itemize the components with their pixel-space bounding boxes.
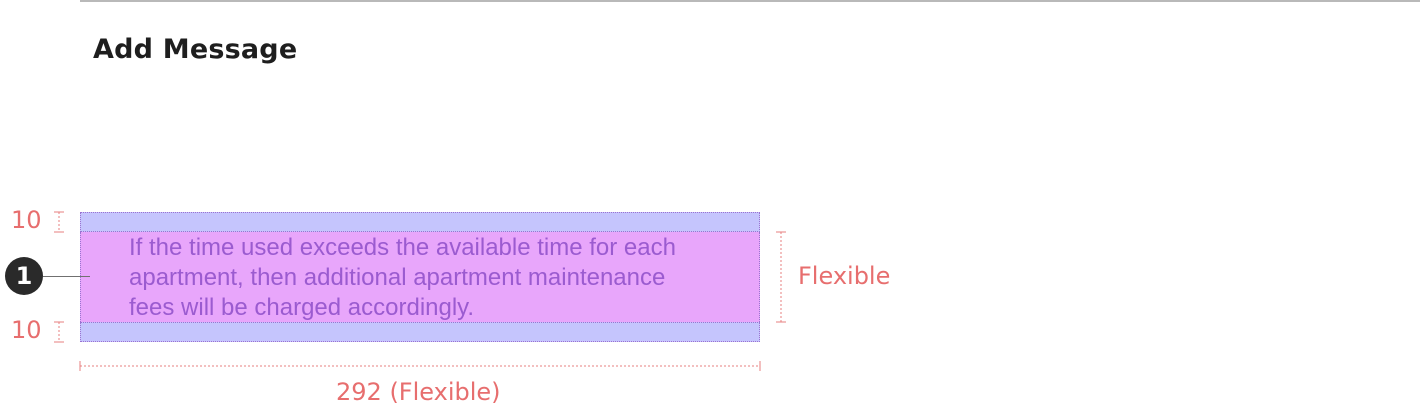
padding-bottom-area: [80, 322, 760, 342]
callout-leader-line: [43, 276, 90, 277]
top-divider: [80, 0, 1420, 2]
padding-top-area: [80, 212, 760, 232]
message-content-area: If the time used exceeds the available t…: [80, 232, 760, 322]
section-title: Add Message: [93, 34, 298, 65]
padding-top-label: 10: [11, 206, 42, 234]
width-label: 292 (Flexible): [336, 378, 501, 406]
message-text: If the time used exceeds the available t…: [129, 234, 676, 321]
padding-bottom-label: 10: [11, 316, 42, 344]
callout-marker: 1: [5, 257, 43, 295]
height-label: Flexible: [798, 262, 891, 290]
